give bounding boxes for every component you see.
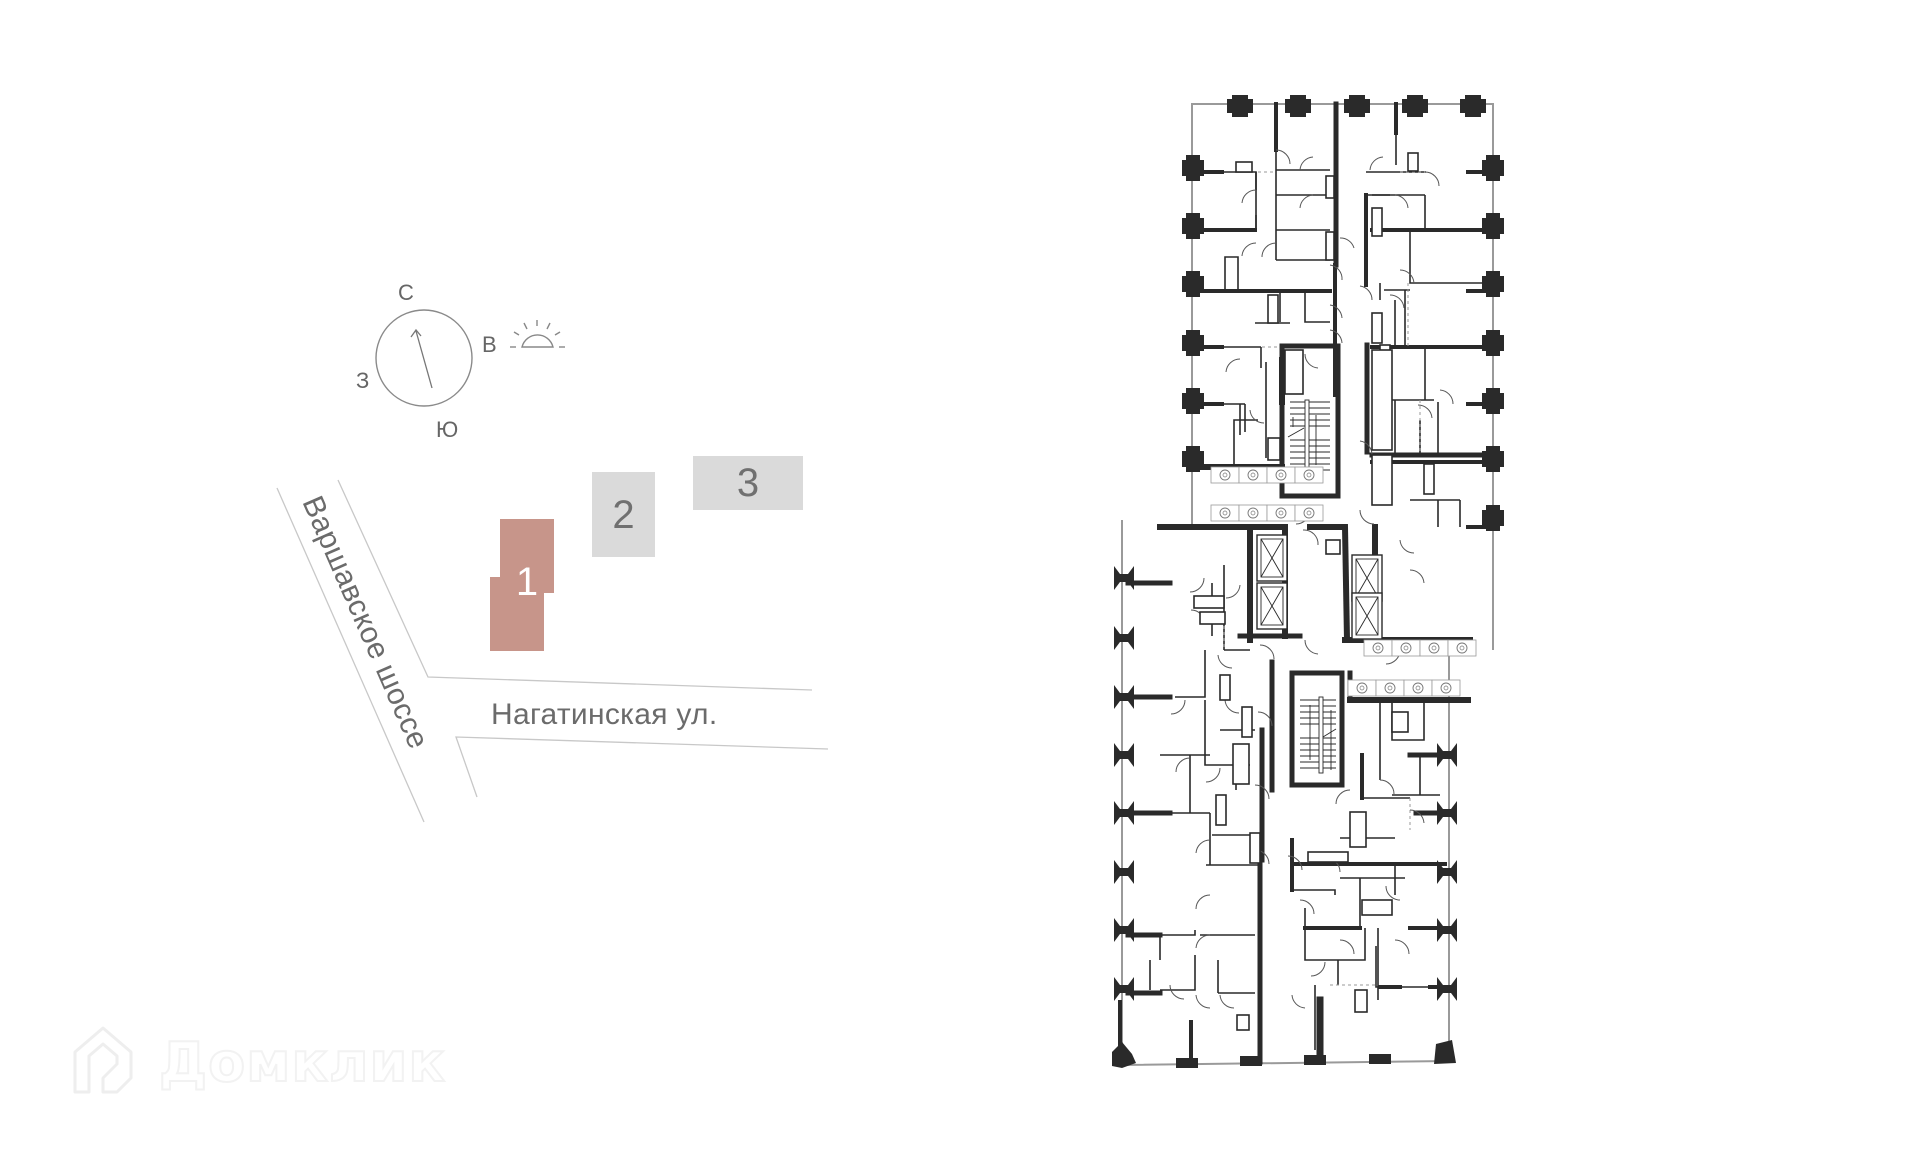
building-3-number: 3 <box>736 461 760 505</box>
compass-east-label: В <box>482 332 497 357</box>
compass-north-label: С <box>398 280 414 305</box>
building-1-number: 1 <box>515 560 539 604</box>
building-2-number: 2 <box>612 492 635 537</box>
compass-west-label: З <box>356 368 370 393</box>
street-label-nagatinskaya: Нагатинская ул. <box>491 698 718 731</box>
building-1[interactable] <box>490 577 544 651</box>
building-3[interactable]: 3 <box>693 456 803 510</box>
house-logo-icon <box>73 1026 133 1094</box>
building-2[interactable]: 2 <box>592 472 655 557</box>
watermark-brand: Домклик <box>158 1030 447 1095</box>
watermark: Домклик <box>65 1022 446 1102</box>
compass-south-label: Ю <box>436 417 459 442</box>
